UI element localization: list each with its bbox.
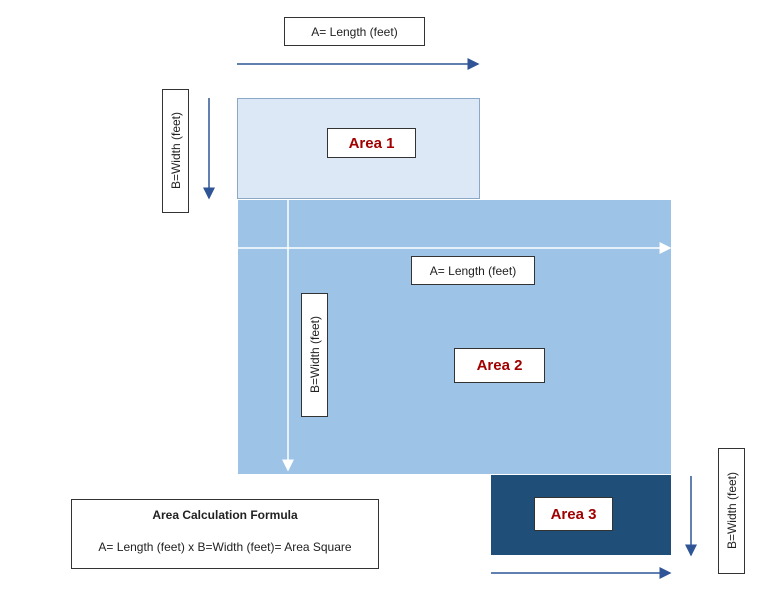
width-label-left: B=Width (feet) [162, 89, 189, 213]
width-label-area2: B=Width (feet) [301, 293, 328, 417]
area-3-label: Area 3 [534, 497, 613, 531]
formula-title: Area Calculation Formula [152, 508, 298, 522]
width-label-right: B=Width (feet) [718, 448, 745, 574]
formula-box: Area Calculation Formula A= Length (feet… [71, 499, 379, 569]
area-1-label: Area 1 [327, 128, 416, 158]
length-label-top: A= Length (feet) [284, 17, 425, 46]
area-2-label: Area 2 [454, 348, 545, 383]
length-label-area2: A= Length (feet) [411, 256, 535, 285]
formula-text: A= Length (feet) x B=Width (feet)= Area … [98, 540, 352, 554]
width-label-right-text: B=Width (feet) [724, 472, 739, 550]
width-label-left-text: B=Width (feet) [168, 112, 183, 190]
width-label-area2-text: B=Width (feet) [307, 316, 322, 394]
